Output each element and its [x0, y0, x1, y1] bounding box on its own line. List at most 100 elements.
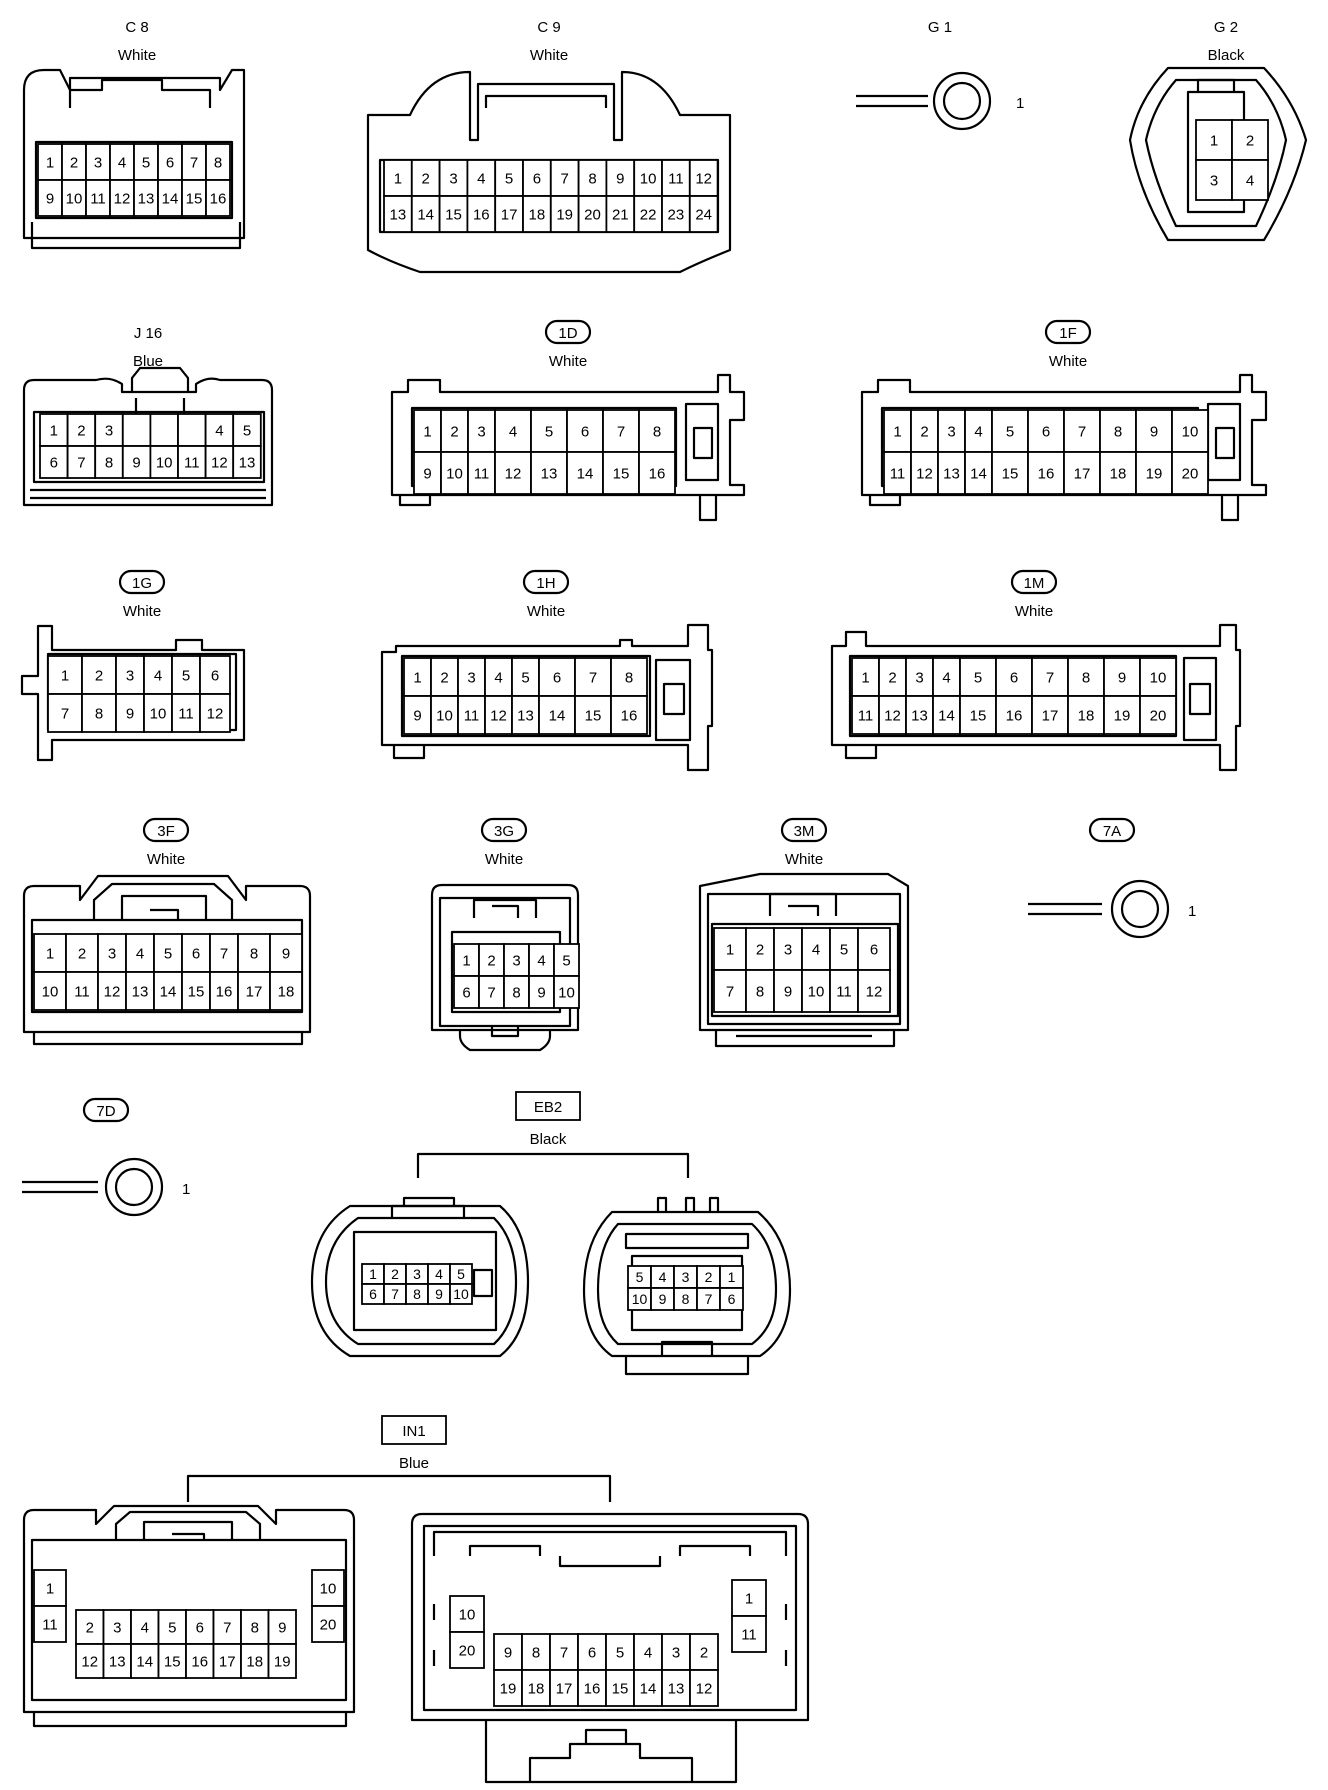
pin-number: 20	[1182, 465, 1199, 482]
pin-cell	[205, 143, 231, 181]
pin-number: 15	[186, 190, 203, 207]
connector-code: 1F	[1059, 325, 1077, 342]
connector-color: White	[1049, 353, 1087, 370]
pin-number: 6	[196, 1619, 204, 1636]
connector-color: White	[785, 851, 823, 868]
pin-number: 20	[459, 1642, 476, 1659]
pin-number: 6	[581, 423, 589, 440]
pin-number: 7	[223, 1619, 231, 1636]
pin-number: 4	[494, 669, 502, 686]
pin-number: 2	[450, 423, 458, 440]
pin-number: 8	[250, 945, 258, 962]
pin-number: 6	[369, 1286, 377, 1302]
pin-cell	[121, 413, 152, 447]
pin-number: 4	[435, 1266, 443, 1282]
pin-number: 3	[947, 423, 955, 440]
connector-code: 3G	[494, 823, 514, 840]
code-oval	[1044, 319, 1092, 345]
connector-color: White	[485, 851, 523, 868]
pin-cell	[133, 179, 159, 217]
pin-number: 4	[659, 1269, 667, 1285]
pin-number: 5	[505, 170, 513, 187]
code-oval	[522, 569, 570, 595]
code-oval	[82, 1097, 130, 1123]
pin-number: 7	[726, 983, 734, 1000]
pin-cell	[109, 179, 135, 217]
pin-number: 8	[625, 669, 633, 686]
pin-cell	[1139, 657, 1177, 697]
pin-number: 6	[166, 154, 174, 171]
pin-cell	[553, 975, 580, 1009]
connector-color: White	[530, 47, 568, 64]
pin-number: 11	[474, 465, 490, 482]
pin-number: 5	[521, 669, 529, 686]
pin-number: 4	[1246, 172, 1254, 189]
pin-cell	[1135, 451, 1173, 495]
pin-cell	[905, 657, 934, 697]
pin-number: 8	[95, 705, 103, 722]
connector-code: IN1	[402, 1423, 425, 1440]
pin-cell	[959, 657, 997, 697]
connector-color: Blue	[399, 1455, 429, 1472]
connector-3m-housing	[698, 872, 910, 1048]
pin-number: 7	[220, 945, 228, 962]
pin-number: 11	[858, 707, 874, 724]
pin-number: 4	[477, 170, 485, 187]
pin-number: 8	[532, 1644, 540, 1661]
pin-number: 2	[705, 1269, 713, 1285]
pin-cell	[494, 195, 524, 233]
pin-number: 7	[190, 154, 198, 171]
pin-cell	[449, 1283, 473, 1305]
connector-code: 1M	[1024, 575, 1045, 592]
pin-number: 17	[501, 206, 518, 223]
pin-number: 3	[467, 669, 475, 686]
pin-number: 7	[77, 454, 85, 471]
pin-cell	[311, 1605, 345, 1643]
connector-code: G 1	[928, 19, 952, 36]
pin-number: 9	[126, 705, 134, 722]
code-oval	[544, 319, 592, 345]
pin-number: 11	[836, 983, 852, 1000]
pin-cell	[1027, 451, 1065, 495]
pin-cell	[878, 695, 907, 735]
pin-cell	[801, 969, 831, 1013]
pin-cell	[494, 451, 532, 495]
pin-number: 14	[577, 465, 594, 482]
pin-number: 14	[162, 190, 179, 207]
pin-number: 9	[435, 1286, 443, 1302]
pin-number: 5	[182, 667, 190, 684]
pin-number: 9	[537, 984, 545, 1001]
pin-cell	[959, 695, 997, 735]
pin-cell	[199, 655, 231, 695]
pin-cell	[403, 657, 432, 697]
pin-number: 1	[413, 669, 421, 686]
pin-cell	[33, 1605, 67, 1643]
pin-number: 4	[154, 667, 162, 684]
pin-cell	[991, 451, 1029, 495]
pin-cell	[267, 1643, 297, 1679]
pin-cell	[745, 969, 775, 1013]
pin-number: 9	[278, 1619, 286, 1636]
label-1f: 1F White	[1044, 319, 1092, 370]
pin-number: 12	[916, 465, 933, 482]
pin-number: 2	[1246, 132, 1254, 149]
pin-cell	[937, 451, 966, 495]
pin-number: 2	[700, 1644, 708, 1661]
pin-number: 7	[487, 984, 495, 1001]
connector-color: Black	[530, 1131, 567, 1148]
pin-cell	[719, 1287, 744, 1311]
pin-cell	[1063, 451, 1101, 495]
pin-number: 9	[282, 945, 290, 962]
connector-code: G 2	[1214, 19, 1238, 36]
label-7a: 7A	[1088, 817, 1136, 843]
code-oval	[1010, 569, 1058, 595]
